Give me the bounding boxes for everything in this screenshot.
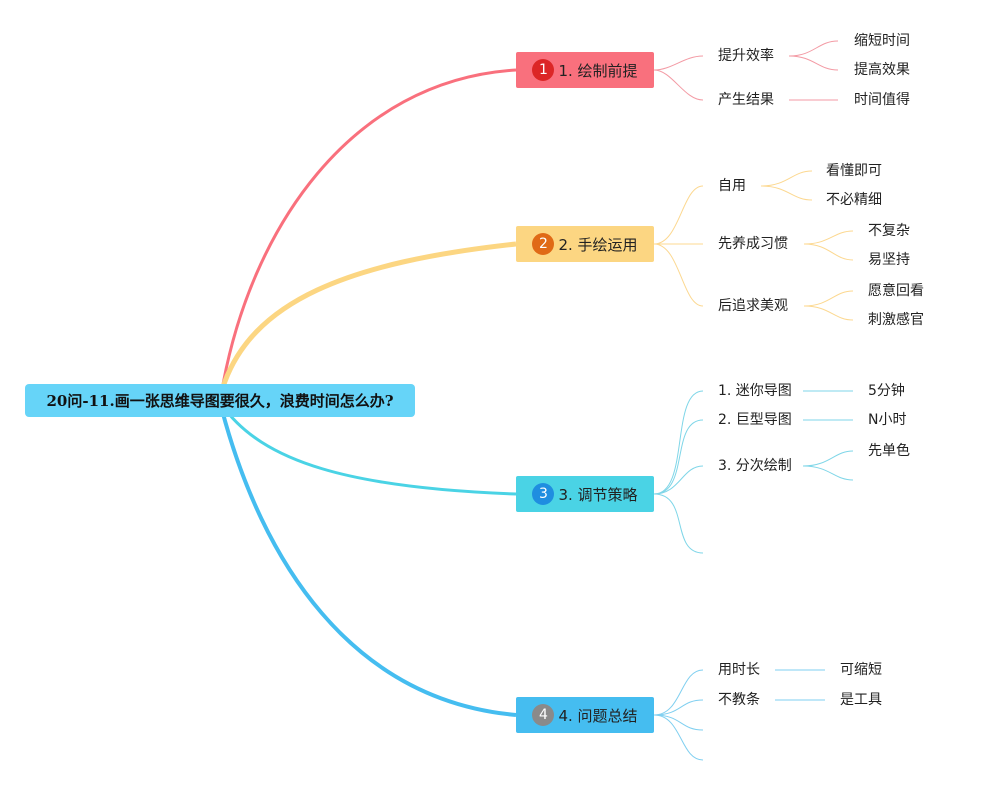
topic-2-1[interactable]: 自用 <box>718 178 746 194</box>
topic-2-1-b[interactable]: 不必精细 <box>826 192 882 208</box>
topic-3-3[interactable]: 3. 分次绘制 <box>718 458 792 474</box>
topic-3-3-a[interactable]: 先单色 <box>868 443 910 459</box>
topic-3-2-a[interactable]: N小时 <box>868 412 907 428</box>
topic-2-3-b[interactable]: 刺激感官 <box>868 312 924 328</box>
number-badge-4: 4 <box>532 704 555 726</box>
number-badge-3: 3 <box>532 483 555 505</box>
topic-4-1[interactable]: 用时长 <box>718 662 760 678</box>
topic-1-1-b[interactable]: 提高效果 <box>854 62 910 78</box>
topic-2-3[interactable]: 后追求美观 <box>718 298 788 314</box>
link-root-b2 <box>219 241 517 391</box>
link-root-b4 <box>220 409 517 717</box>
branch-label-1: 1. 绘制前提 <box>558 61 638 80</box>
number-badge-1: 1 <box>532 59 555 81</box>
topic-4-2-a[interactable]: 是工具 <box>840 692 882 708</box>
topic-2-2-b[interactable]: 易坚持 <box>868 252 910 268</box>
branch-node-1[interactable]: 1 1. 绘制前提 <box>516 52 654 88</box>
topic-1-1-a[interactable]: 缩短时间 <box>854 33 910 49</box>
topic-4-1-a[interactable]: 可缩短 <box>840 662 882 678</box>
topic-4-2[interactable]: 不教条 <box>718 692 760 708</box>
topic-3-1[interactable]: 1. 迷你导图 <box>718 383 792 399</box>
topic-1-1[interactable]: 提升效率 <box>718 48 774 64</box>
topic-1-2-a[interactable]: 时间值得 <box>854 92 910 108</box>
topic-2-2-a[interactable]: 不复杂 <box>868 223 910 239</box>
topic-3-1-a[interactable]: 5分钟 <box>868 383 905 399</box>
branch-label-2: 2. 手绘运用 <box>558 235 638 254</box>
topic-2-2[interactable]: 先养成习惯 <box>718 236 788 252</box>
link-root-b1 <box>220 68 517 391</box>
topic-2-1-a[interactable]: 看懂即可 <box>826 163 882 179</box>
branch-node-4[interactable]: 4 4. 问题总结 <box>516 697 654 733</box>
topic-2-3-a[interactable]: 愿意回看 <box>868 283 924 299</box>
root-node[interactable]: 20问-11.画一张思维导图要很久，浪费时间怎么办? <box>25 384 415 417</box>
topic-3-2[interactable]: 2. 巨型导图 <box>718 412 792 428</box>
branch-node-3[interactable]: 3 3. 调节策略 <box>516 476 654 512</box>
branch-label-3: 3. 调节策略 <box>558 485 638 504</box>
branch-label-4: 4. 问题总结 <box>558 706 638 725</box>
number-badge-2: 2 <box>532 233 555 255</box>
topic-1-2[interactable]: 产生结果 <box>718 92 774 108</box>
branch-node-2[interactable]: 2 2. 手绘运用 <box>516 226 654 262</box>
link-root-b3 <box>220 404 517 496</box>
